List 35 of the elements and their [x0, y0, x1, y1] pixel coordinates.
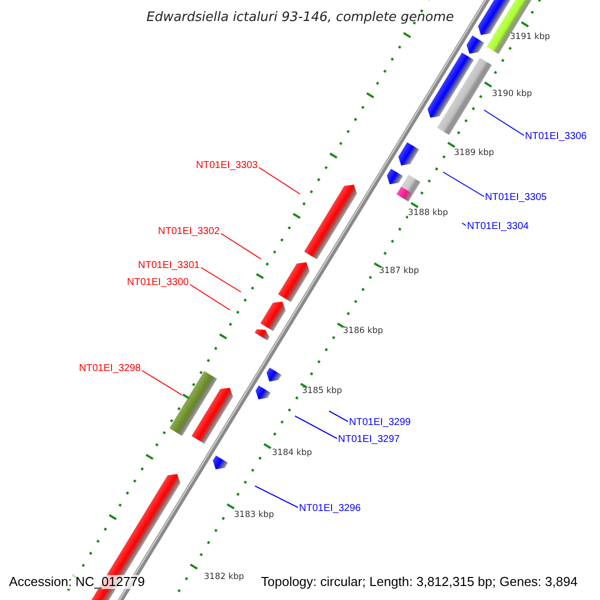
- gene-label: NT01EI_3299: [349, 416, 411, 428]
- genome-stats-text: Topology: circular; Length: 3,812,315 bp; Genes: 3,894: [261, 575, 578, 590]
- gene-label: NT01EI_3304: [467, 220, 529, 232]
- gene-label: NT01EI_3303: [196, 160, 258, 170]
- gene-label: NT01EI_3301: [138, 260, 200, 270]
- scale-label: 3185 kbp: [302, 386, 342, 396]
- leader-line: [328, 410, 348, 422]
- leader-line: [294, 416, 338, 439]
- leader-line: [142, 370, 182, 396]
- scale-label: 3191 kbp: [510, 32, 550, 42]
- accession-text: Accession: NC_012779: [9, 575, 145, 590]
- leader-line: [258, 167, 300, 194]
- scale-label: 3190 kbp: [492, 90, 532, 99]
- leader-line: [200, 267, 242, 292]
- scale-label: 3188 kbp: [408, 208, 448, 218]
- leader-line: [254, 486, 298, 508]
- scale-label: 3189 kbp: [454, 148, 494, 158]
- gene-label: NT01EI_3296: [299, 502, 361, 514]
- gene-label: NT01EI_3297: [338, 434, 400, 444]
- scale-label: 3186 kbp: [343, 326, 384, 336]
- leader-line: [484, 110, 524, 136]
- title: Edwardsiella ictaluri 93-146, complete genome: [146, 11, 454, 26]
- scale-label: 3182 kbp: [204, 572, 244, 582]
- scale-label: 3187 kbp: [379, 266, 420, 276]
- gene-label: NT01EI_3305: [485, 192, 547, 202]
- gene-label: NT01EI_3306: [525, 130, 587, 142]
- gene-label: NT01EI_3302: [158, 226, 220, 236]
- gene-label: NT01EI_3300: [127, 276, 189, 288]
- leader-line: [220, 233, 262, 260]
- scale-label: 3183 kbp: [234, 510, 274, 520]
- leader-line: [462, 222, 466, 226]
- leader-line: [190, 284, 230, 310]
- leader-line: [442, 172, 484, 197]
- scale-label: 3184 kbp: [272, 448, 312, 458]
- gene-label: NT01EI_3298: [79, 362, 141, 374]
